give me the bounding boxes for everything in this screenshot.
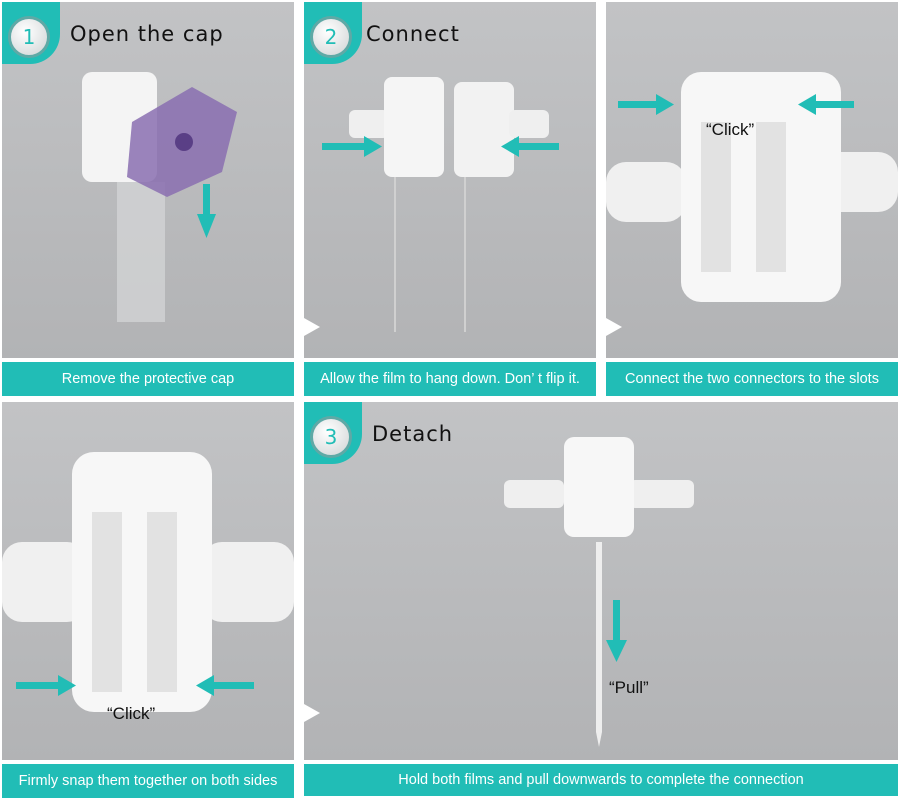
next-arrow-icon	[304, 704, 320, 722]
step-caption: Firmly snap them together on both sides	[2, 764, 294, 798]
arrow-left-icon	[196, 675, 254, 696]
step-caption: Allow the film to hang down. Don’ t flip…	[304, 362, 596, 396]
arrow-left-icon	[501, 136, 559, 157]
arrow-down-icon	[606, 600, 627, 662]
step-5-panel: 3 Detach “Pull”	[304, 402, 898, 760]
step-caption: Remove the protective cap	[2, 362, 294, 396]
next-arrow-icon	[304, 318, 320, 336]
step-badge: 2	[304, 2, 362, 64]
cap-removal-illustration	[82, 72, 237, 322]
step-badge: 1	[2, 2, 60, 64]
next-arrow-icon	[606, 318, 622, 336]
step-3-panel: “Click”	[606, 2, 898, 358]
step-title: Open the cap	[70, 22, 224, 46]
arrow-down-icon	[197, 184, 216, 238]
step-title: Connect	[366, 22, 460, 46]
detach-illustration	[504, 437, 694, 747]
arrow-left-icon	[798, 94, 854, 115]
step-caption: Connect the two connectors to the slots	[606, 362, 898, 396]
step-2-panel: 2 Connect	[304, 2, 596, 358]
step-1-panel: 1 Open the cap	[2, 2, 294, 358]
pull-label: “Pull”	[609, 678, 649, 697]
snap-illustration	[2, 452, 294, 712]
step-caption: Hold both films and pull downwards to co…	[304, 764, 898, 796]
step-title: Detach	[372, 422, 454, 446]
step-4-panel: “Click”	[2, 402, 294, 760]
connectors-illustration	[322, 77, 559, 332]
step-badge: 3	[304, 402, 362, 464]
click-label: “Click”	[706, 120, 755, 139]
connector-closeup-illustration	[606, 72, 898, 302]
click-label: “Click”	[107, 704, 156, 723]
arrow-right-icon	[16, 675, 76, 696]
arrow-right-icon	[322, 136, 382, 157]
arrow-right-icon	[618, 94, 674, 115]
